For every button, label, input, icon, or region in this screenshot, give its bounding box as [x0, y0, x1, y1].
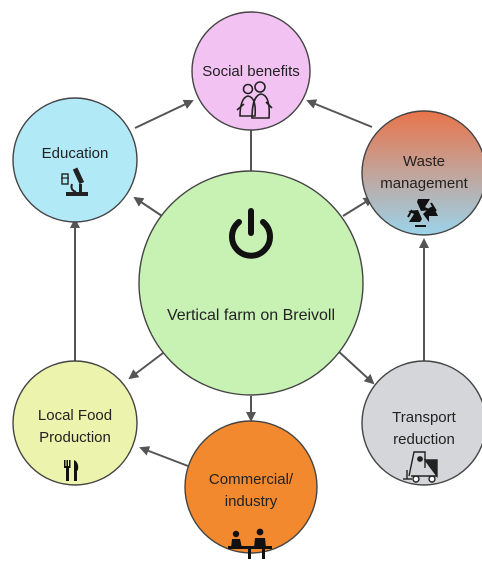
node-local-food-production: Local Food Production	[12, 360, 138, 486]
edge-center-to-transport	[336, 349, 375, 385]
commercial-label-line2: industry	[225, 493, 278, 510]
recycle-icon	[407, 199, 438, 227]
forklift-icon	[403, 451, 438, 483]
power-icon	[229, 208, 273, 259]
edge-education-to-social	[134, 99, 194, 129]
fork-knife-icon	[64, 460, 79, 481]
edge-commercial-to-local-food	[139, 446, 189, 467]
node-waste-management: Waste management	[361, 110, 482, 236]
edge-center-to-waste	[342, 196, 374, 217]
transport-label-line1: Transport	[392, 409, 456, 426]
social-benefits-circle	[191, 11, 311, 131]
people-icon	[236, 81, 273, 119]
education-circle	[12, 97, 138, 223]
node-social-benefits: Social benefits	[191, 11, 311, 131]
center-circle	[138, 170, 364, 396]
transport-circle	[361, 360, 482, 486]
edge-center-to-education	[133, 196, 163, 217]
local-food-label-line1: Local Food	[38, 407, 112, 424]
node-transport-reduction: Transport reduction	[361, 360, 482, 486]
local-food-circle	[12, 360, 138, 486]
node-commercial-industry: Commercial/ industry	[184, 420, 318, 559]
waste-management-label-line1: Waste	[403, 153, 445, 170]
social-benefits-label: Social benefits	[202, 63, 300, 80]
microscope-icon	[61, 167, 88, 196]
business-meeting-icon	[228, 528, 272, 559]
edge-waste-to-social	[306, 99, 373, 128]
node-education: Education	[12, 97, 138, 223]
education-label: Education	[42, 145, 109, 162]
waste-management-label-line2: management	[380, 175, 468, 192]
edge-center-to-local-food	[128, 349, 168, 380]
transport-label-line2: reduction	[393, 431, 455, 448]
waste-management-circle	[361, 110, 482, 236]
node-center-vertical-farm: Vertical farm on Breivoll	[138, 170, 364, 396]
local-food-label-line2: Production	[39, 429, 111, 446]
center-label: Vertical farm on Breivoll	[167, 307, 335, 324]
commercial-label-line1: Commercial/	[209, 471, 294, 488]
